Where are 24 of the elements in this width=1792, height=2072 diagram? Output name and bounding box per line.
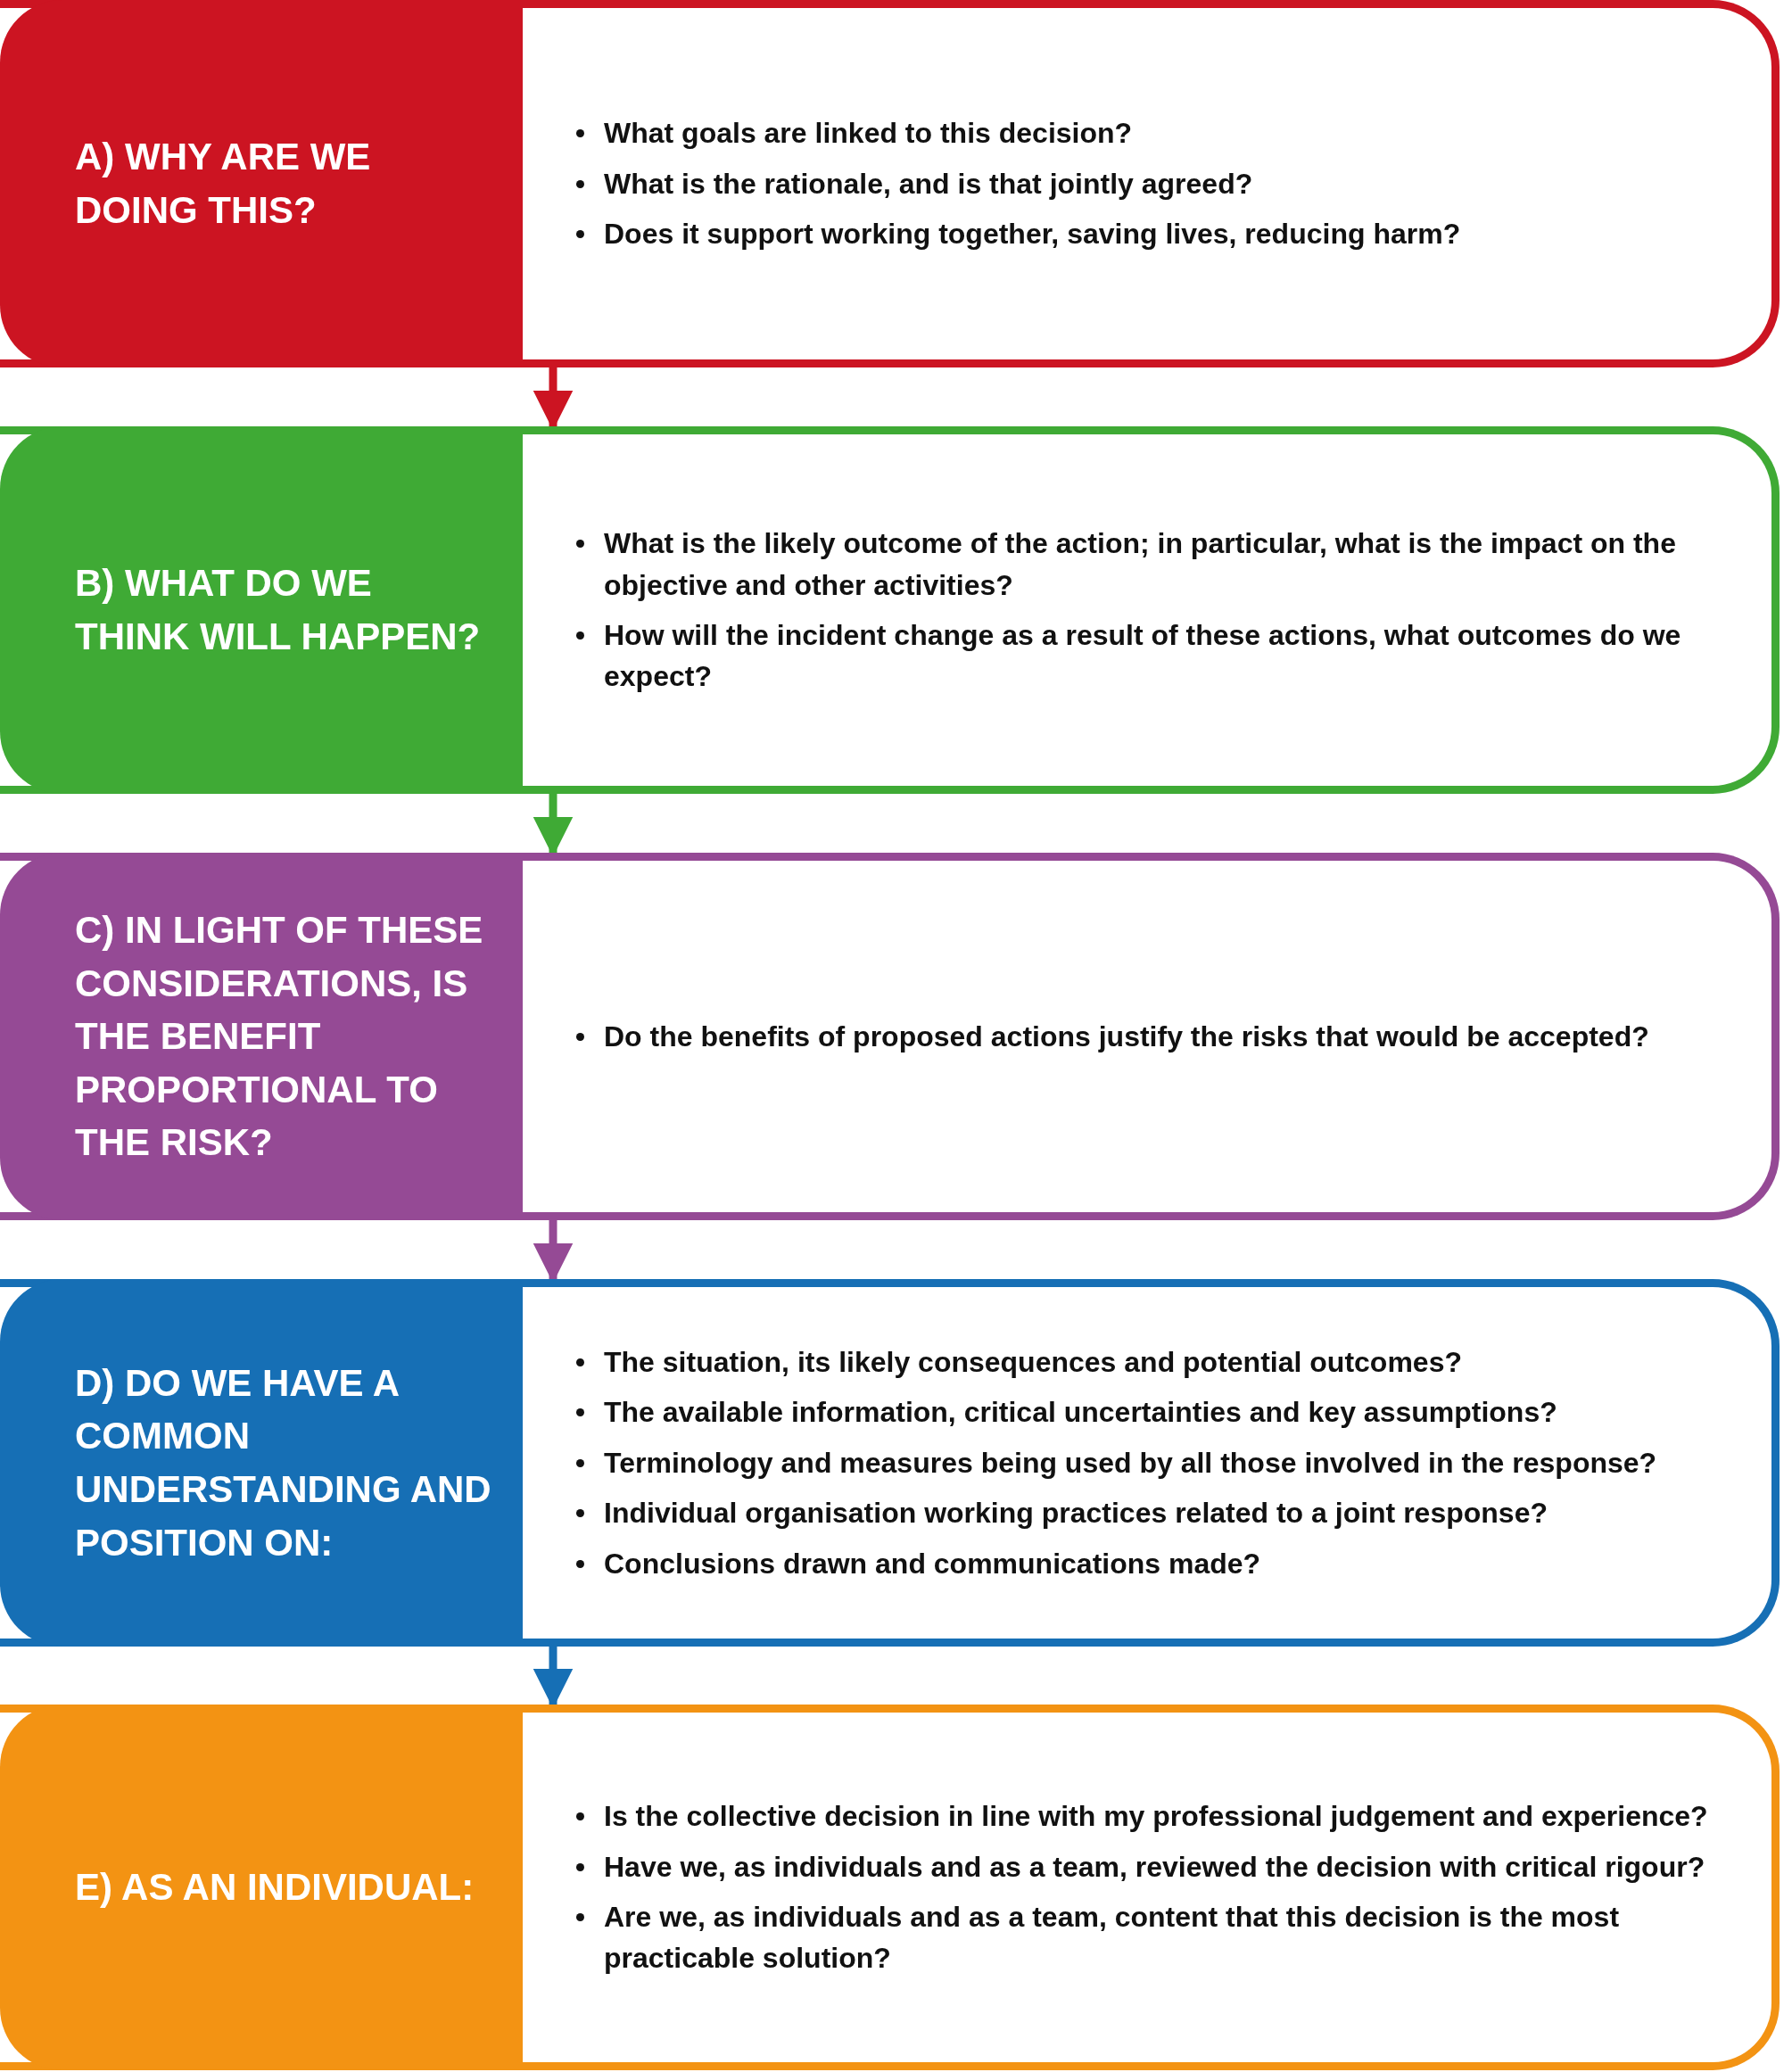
question-text: What is the likely outcome of the action; in particular, what is the impact on the objective and other activities? bbox=[604, 526, 1677, 603]
step-panel bbox=[0, 0, 1780, 367]
question-text: Do the benefits of proposed actions justify the risks that would be accepted? bbox=[604, 1019, 1649, 1054]
step-panel bbox=[0, 426, 1780, 794]
question-text: What goals are linked to this decision? bbox=[604, 116, 1133, 152]
step-heading: C) IN LIGHT OF THESE CONSIDERATIONS, IS THE BENEFIT PROPORTIONAL TO THE RISK? bbox=[74, 907, 484, 1166]
question-text: Have we, as individuals and as a team, reviewed the decision with critical rigour? bbox=[604, 1849, 1705, 1885]
step-heading: A) WHY ARE WE DOING THIS? bbox=[74, 135, 372, 233]
question-text: Is the collective decision in line with my professional judgement and experience? bbox=[604, 1799, 1708, 1835]
question-text: Terminology and measures being used by all those involved in the response? bbox=[604, 1445, 1657, 1481]
question-text: Are we, as individuals and as a team, content that this decision is the most practicable solution? bbox=[604, 1900, 1621, 1977]
step-heading: B) WHAT DO WE THINK WILL HAPPEN? bbox=[74, 561, 482, 659]
question-text: How will the incident change as a result of these actions, what outcomes do we expect? bbox=[604, 618, 1682, 695]
question-text: The situation, its likely consequences and potential outcomes? bbox=[604, 1345, 1462, 1380]
step-heading: E) AS AN INDIVIDUAL: bbox=[74, 1865, 475, 1911]
step-panel bbox=[0, 853, 1780, 1220]
step-panel bbox=[0, 1279, 1780, 1647]
question-text: Conclusions drawn and communications made? bbox=[604, 1546, 1261, 1581]
question-text: Does it support working together, saving lives, reducing harm? bbox=[604, 217, 1461, 252]
question-text: Individual organisation working practices related to a joint response? bbox=[604, 1496, 1548, 1531]
question-text: What is the rationale, and is that jointly agreed? bbox=[604, 166, 1253, 202]
question-text: The available information, critical uncertainties and key assumptions? bbox=[604, 1395, 1557, 1431]
step-panel bbox=[0, 1705, 1780, 2070]
step-heading: D) DO WE HAVE A COMMON UNDERSTANDING AND POSITION ON: bbox=[74, 1360, 492, 1565]
